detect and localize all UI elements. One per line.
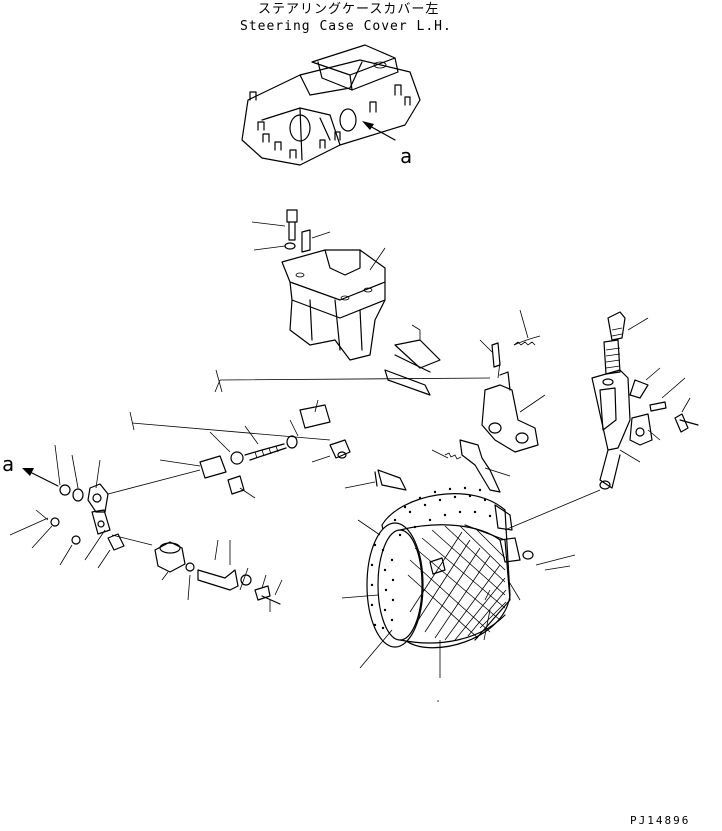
brake-band xyxy=(341,469,576,702)
drawing-number: PJ14896 xyxy=(630,814,691,827)
anchor-pieces-left xyxy=(9,369,491,612)
adjuster-link xyxy=(504,311,699,531)
callout-a-left: a xyxy=(2,452,15,476)
steering-case-cover xyxy=(241,44,421,166)
brake-bracket xyxy=(251,209,441,396)
title-japanese: ステアリングケースカバー左 xyxy=(258,2,440,17)
lever-linkage xyxy=(431,309,546,493)
callout-a-top: a xyxy=(400,144,413,168)
title-english: Steering Case Cover L.H. xyxy=(240,19,452,34)
